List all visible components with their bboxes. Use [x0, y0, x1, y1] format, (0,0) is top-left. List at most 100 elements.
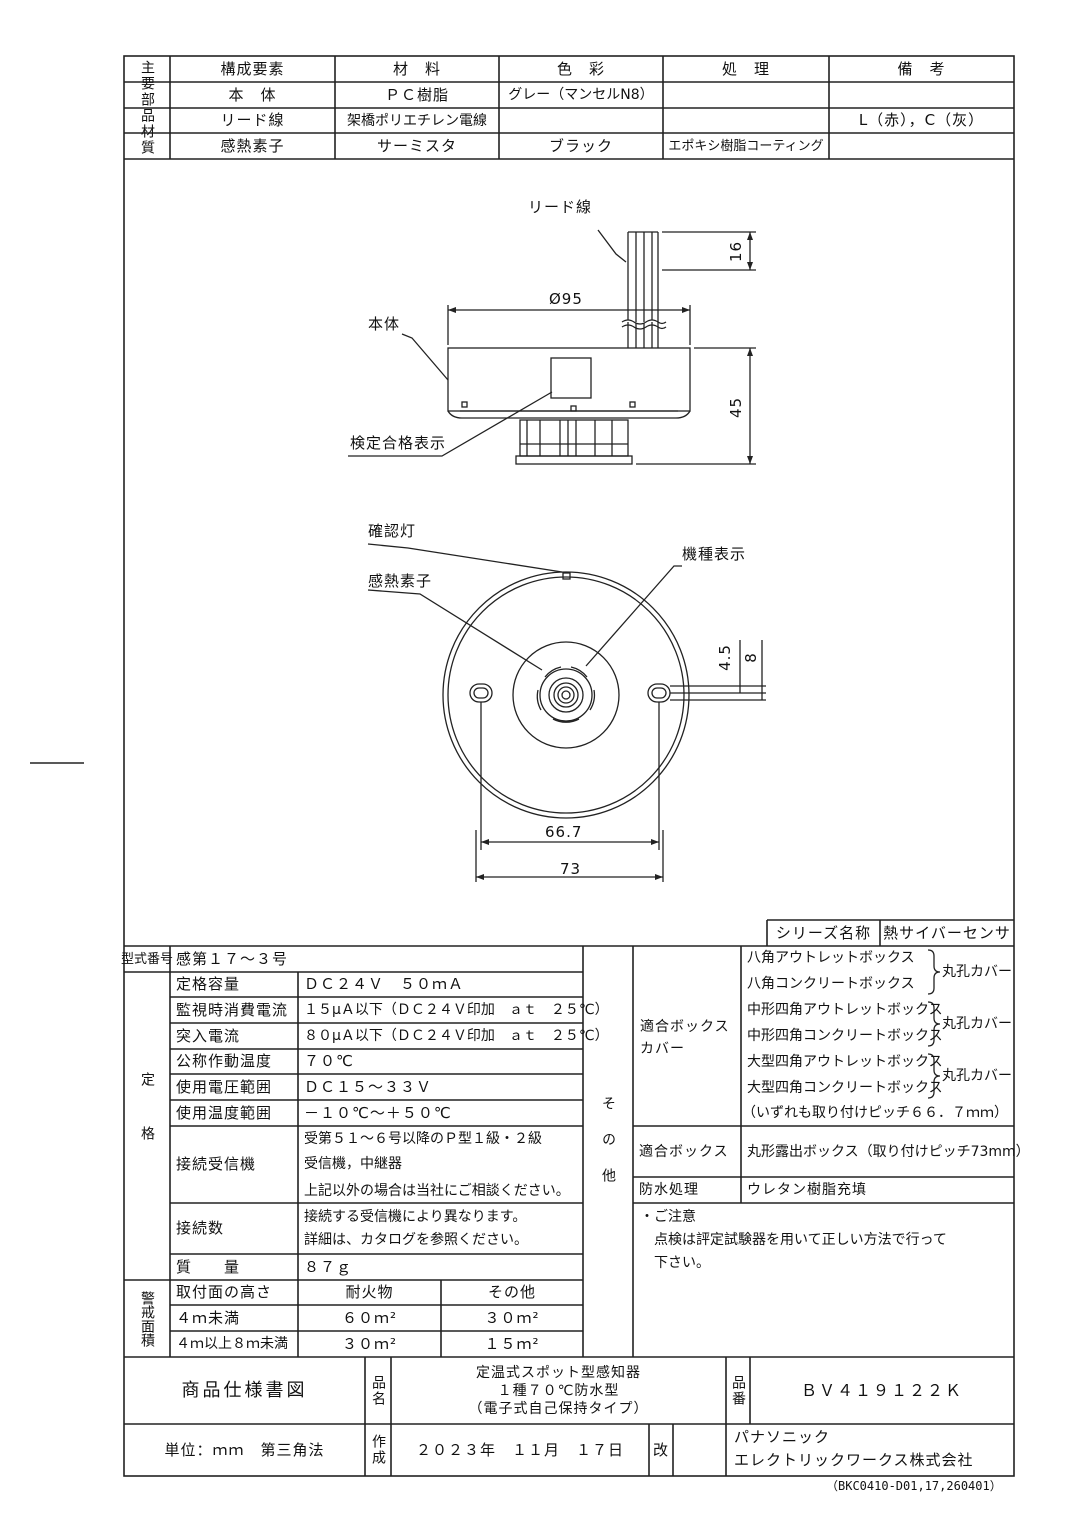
mass-label: 質 量 — [176, 1257, 241, 1276]
connection-count-label: 接続数 — [176, 1219, 225, 1237]
note-line: ・ご注意 — [640, 1209, 696, 1225]
spec-value: ８０μＡ以下（ＤＣ２４Ｖ印加 ａｔ ２５℃） — [304, 1028, 609, 1044]
box-item: 大型四角アウトレットボックス — [747, 1054, 943, 1070]
waterproof-label: 防水処理 — [639, 1182, 699, 1198]
label-sensor-element: 感熱素子 — [368, 572, 433, 590]
spec-value: １５μＡ以下（ＤＣ２４Ｖ印加 ａｔ ２５℃） — [304, 1002, 609, 1018]
series-label: シリーズ名称 — [775, 923, 872, 942]
materials-side-label: 主要部品材質 — [139, 59, 155, 156]
box-label: 適合ボックス — [639, 1143, 729, 1160]
mat-header-material: 材 料 — [392, 59, 441, 78]
area-header: 耐火物 — [345, 1283, 394, 1301]
dim-45: 45 — [727, 396, 746, 419]
series-value: 熱サイバーセンサ — [883, 923, 1011, 942]
mat-cell: サーミスタ — [376, 136, 457, 155]
box-item: 大型四角コンクリートボックス — [747, 1080, 943, 1096]
connection-count-line: 詳細は、カタログを参照ください。 — [304, 1232, 528, 1248]
dim-16: 16 — [727, 240, 746, 263]
created-date: ２０２３年 １１月 １７日 — [415, 1440, 624, 1459]
spec-key: 使用電圧範囲 — [176, 1077, 273, 1096]
area-cell: ４ｍ未満 — [176, 1308, 241, 1327]
company-line: エレクトリックワークス株式会社 — [734, 1451, 974, 1469]
area-header: その他 — [487, 1283, 536, 1301]
receiver-line: 受第５１～６号以降のＰ型１級・２級 — [304, 1131, 542, 1147]
box-item: 中形四角コンクリートボックス — [747, 1028, 943, 1044]
cover-type: 丸孔カバー — [942, 964, 1012, 980]
doc-title: 商品仕様書図 — [181, 1379, 308, 1401]
other-label: その他 — [600, 1096, 616, 1204]
mat-cell: リード線 — [220, 111, 285, 129]
company-line: パナソニック — [734, 1428, 831, 1446]
box-value: 丸形露出ボックス（取り付けピッチ73mm） — [747, 1143, 1030, 1160]
spec-key: 監視時消費電流 — [176, 1000, 289, 1019]
dim-73: 73 — [560, 860, 582, 878]
revision-label: 改 — [652, 1440, 669, 1459]
mat-cell: ブラック — [548, 136, 613, 155]
spec-key: 突入電流 — [176, 1026, 241, 1045]
model-number-label: 型式番号 — [121, 951, 174, 967]
mass-value: ８７ｇ — [304, 1257, 353, 1276]
area-cell: ６０ｍ² — [341, 1308, 397, 1327]
product-number-label: 品番 — [730, 1374, 746, 1407]
product-name-line: １種７０℃防水型 — [497, 1383, 620, 1399]
receiver-line: 受信機，中継器 — [304, 1156, 402, 1172]
connection-count-line: 接続する受信機により異なります。 — [304, 1209, 527, 1225]
dim-4-5: 4.5 — [715, 644, 734, 671]
dim-8: 8 — [741, 652, 760, 663]
label-indicator-lamp: 確認灯 — [368, 522, 417, 540]
mat-cell: 感熱素子 — [220, 136, 285, 155]
mat-header-color: 色 彩 — [556, 59, 605, 78]
box-item: 中形四角アウトレットボックス — [747, 1002, 943, 1018]
area-cell: １５ｍ² — [484, 1334, 540, 1353]
box-cover-label: 適合ボックスカバー — [640, 1019, 730, 1057]
note-line: 下さい。 — [654, 1255, 710, 1271]
mat-header-remarks: 備 考 — [897, 59, 946, 78]
mat-cell: グレー（マンセルN8） — [508, 87, 654, 103]
area-cell: ３０ｍ² — [341, 1334, 397, 1353]
spec-value: ＤＣ２４Ｖ ５０ｍＡ — [304, 975, 465, 993]
product-name-label: 品名 — [370, 1374, 386, 1407]
mat-cell: ＰＣ樹脂 — [384, 85, 449, 104]
area-cell: ３０ｍ² — [484, 1308, 540, 1327]
label-model-display: 機種表示 — [682, 545, 747, 563]
mat-header-treatment: 処 理 — [721, 59, 770, 78]
mat-cell: 架橋ポリエチレン電線 — [347, 112, 487, 129]
mat-cell: L（赤），C（灰） — [858, 111, 985, 129]
spec-value: ＤＣ１５～３３Ｖ — [304, 1077, 433, 1096]
product-name-line: （電子式自己保持タイプ） — [468, 1401, 649, 1417]
spec-key: 公称作動温度 — [176, 1052, 273, 1070]
dim-66-7: 66.7 — [545, 823, 583, 841]
receiver-line: 上記以外の場合は当社にご相談ください。 — [304, 1183, 570, 1199]
cover-type: 丸孔カバー — [942, 1016, 1012, 1032]
label-certification: 検定合格表示 — [350, 434, 447, 452]
mat-cell: 本 体 — [228, 85, 277, 104]
model-number-value: 感第１７～３号 — [176, 949, 289, 968]
unit-projection: 単位：ｍｍ 第三角法 — [164, 1440, 325, 1459]
spec-value: －１０℃～＋５０℃ — [304, 1103, 452, 1122]
waterproof-value: ウレタン樹脂充填 — [747, 1182, 867, 1198]
mat-header-component: 構成要素 — [220, 59, 285, 78]
rating-label: 定格 — [139, 1072, 155, 1180]
label-body: 本体 — [368, 315, 401, 333]
mat-cell: エポキシ樹脂コーティング — [668, 138, 824, 154]
area-label: 警戒面積 — [139, 1290, 155, 1347]
area-cell: ４ｍ以上８ｍ未満 — [176, 1336, 288, 1352]
note-line: 点検は評定試験器を用いて正しい方法で行って — [654, 1232, 947, 1248]
area-header: 取付面の高さ — [176, 1283, 273, 1301]
spec-key: 使用温度範囲 — [176, 1103, 273, 1122]
footer-code: （BKC0410-D01,17,260401） — [826, 1479, 1002, 1493]
receiver-label: 接続受信機 — [176, 1155, 257, 1173]
box-item: 八角コンクリートボックス — [747, 976, 915, 992]
spec-key: 定格容量 — [176, 975, 241, 993]
dim-diameter: Ø95 — [549, 290, 583, 308]
cover-type: 丸孔カバー — [942, 1068, 1012, 1084]
spec-value: ７０℃ — [304, 1052, 354, 1070]
product-number: ＢＶ４１９１２２Ｋ — [800, 1380, 963, 1400]
box-item: 八角アウトレットボックス — [747, 950, 915, 966]
product-name-line: 定温式スポット型感知器 — [476, 1365, 641, 1381]
pitch-note: （いずれも取り付けピッチ６６．７ｍｍ） — [742, 1105, 1008, 1121]
created-label: 作成 — [370, 1434, 386, 1466]
label-lead-wire: リード線 — [528, 198, 593, 216]
